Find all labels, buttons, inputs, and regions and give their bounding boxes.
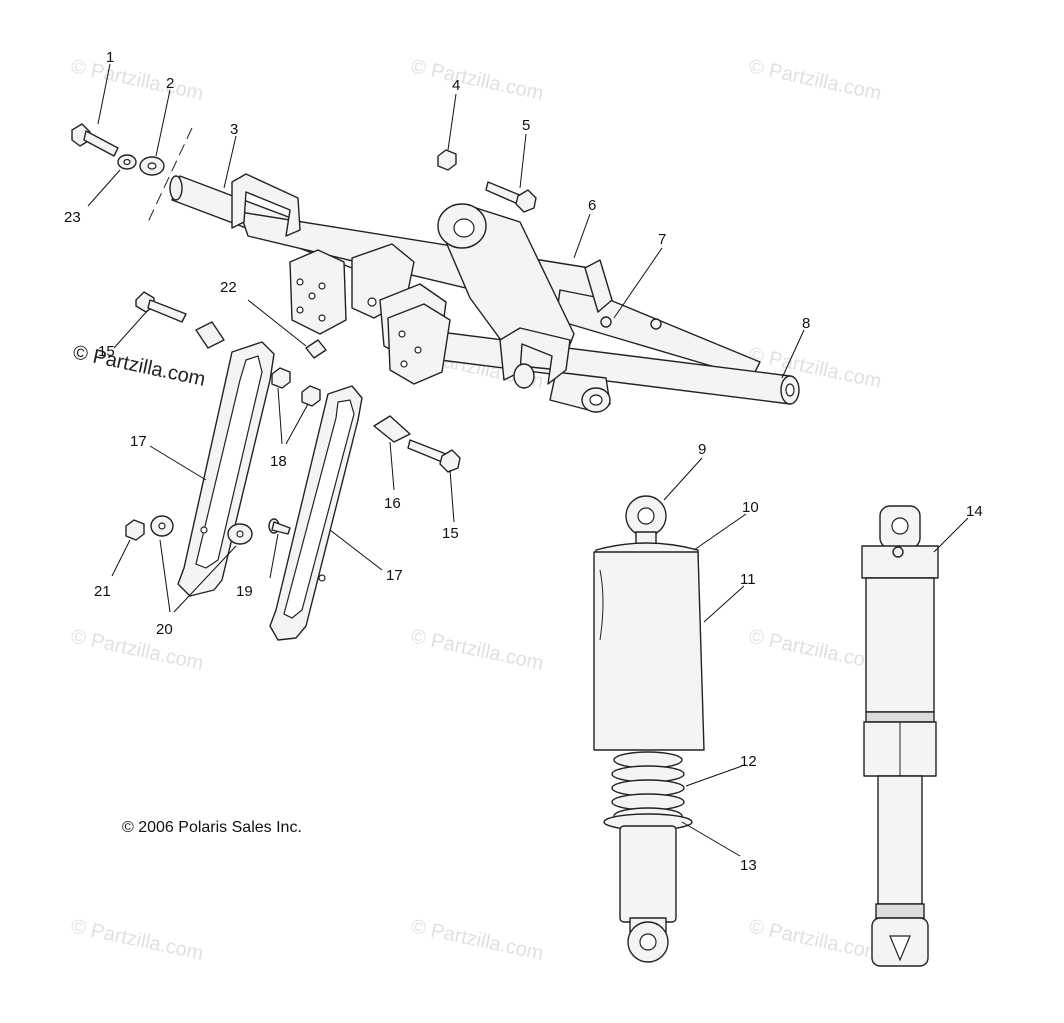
nut-18a [271, 367, 291, 389]
callout-1: 1 [106, 49, 114, 66]
spring-12 [611, 751, 685, 825]
callout-15-upper: 15 [98, 343, 115, 360]
callout-13: 13 [740, 857, 757, 874]
callout-21: 21 [94, 583, 111, 600]
callout-11: 11 [740, 571, 756, 588]
watermark: © Partzilla.com [747, 915, 883, 965]
watermark: © Partzilla.com [747, 55, 883, 105]
callout-17-right: 17 [386, 567, 403, 584]
spacer-16-upper [195, 321, 225, 349]
callout-7: 7 [658, 231, 666, 248]
watermark: © Partzilla.com [69, 55, 205, 105]
callout-3: 3 [230, 121, 238, 138]
link-17-left [177, 341, 275, 597]
callout-12: 12 [740, 753, 757, 770]
bolt-1 [71, 123, 119, 157]
callouts: 1 2 3 4 5 6 7 8 9 10 11 12 13 14 15 15 1… [64, 49, 983, 874]
upper-assembly [71, 123, 800, 413]
callout-8: 8 [802, 315, 810, 332]
watermark: © Partzilla.com [69, 625, 205, 675]
watermark: © Partzilla.com [69, 915, 205, 965]
callout-15-lower: 15 [442, 525, 459, 542]
callout-17-left: 17 [130, 433, 147, 450]
air-sleeve-11 [593, 551, 705, 751]
grease-fitting-22 [305, 339, 327, 359]
mounting-plates [289, 243, 451, 385]
callout-4: 4 [452, 77, 460, 94]
leader-lines [87, 63, 969, 857]
callout-18: 18 [270, 453, 287, 470]
shock-absorber-14 [861, 505, 939, 967]
callout-6: 6 [588, 197, 596, 214]
shock-absorber-assembly [593, 495, 705, 963]
nut-21 [125, 519, 145, 541]
callout-14: 14 [966, 503, 983, 520]
callout-22: 22 [220, 279, 237, 296]
callout-16: 16 [384, 495, 401, 512]
watermark-dark: © Partzilla.com [71, 341, 207, 391]
link-assembly [125, 291, 461, 641]
bolt-5 [485, 181, 537, 213]
callout-20: 20 [156, 621, 173, 638]
callout-9: 9 [698, 441, 706, 458]
callout-19: 19 [236, 583, 253, 600]
bracket-upper-left [231, 173, 301, 237]
callout-5: 5 [522, 117, 530, 134]
link-17-right [269, 385, 363, 641]
bolt-15-upper [135, 291, 187, 323]
watermark: © Partzilla.com [409, 55, 545, 105]
callout-2: 2 [166, 75, 174, 92]
callout-10: 10 [742, 499, 759, 516]
fitting-7 [600, 316, 662, 330]
shock-installed [437, 203, 611, 413]
watermark: © Partzilla.com [409, 915, 545, 965]
watermark: © Partzilla.com [409, 625, 545, 675]
nut-18b [301, 385, 321, 407]
nut-4 [437, 149, 457, 171]
bolt-19 [268, 518, 291, 535]
copyright-notice: © 2006 Polaris Sales Inc. [122, 819, 302, 836]
watermark: © Partzilla.com [747, 625, 883, 675]
bracket-front [499, 327, 571, 389]
bolt-15-lower [407, 439, 461, 473]
callout-23: 23 [64, 209, 81, 226]
spacer-16-lower [373, 415, 411, 443]
